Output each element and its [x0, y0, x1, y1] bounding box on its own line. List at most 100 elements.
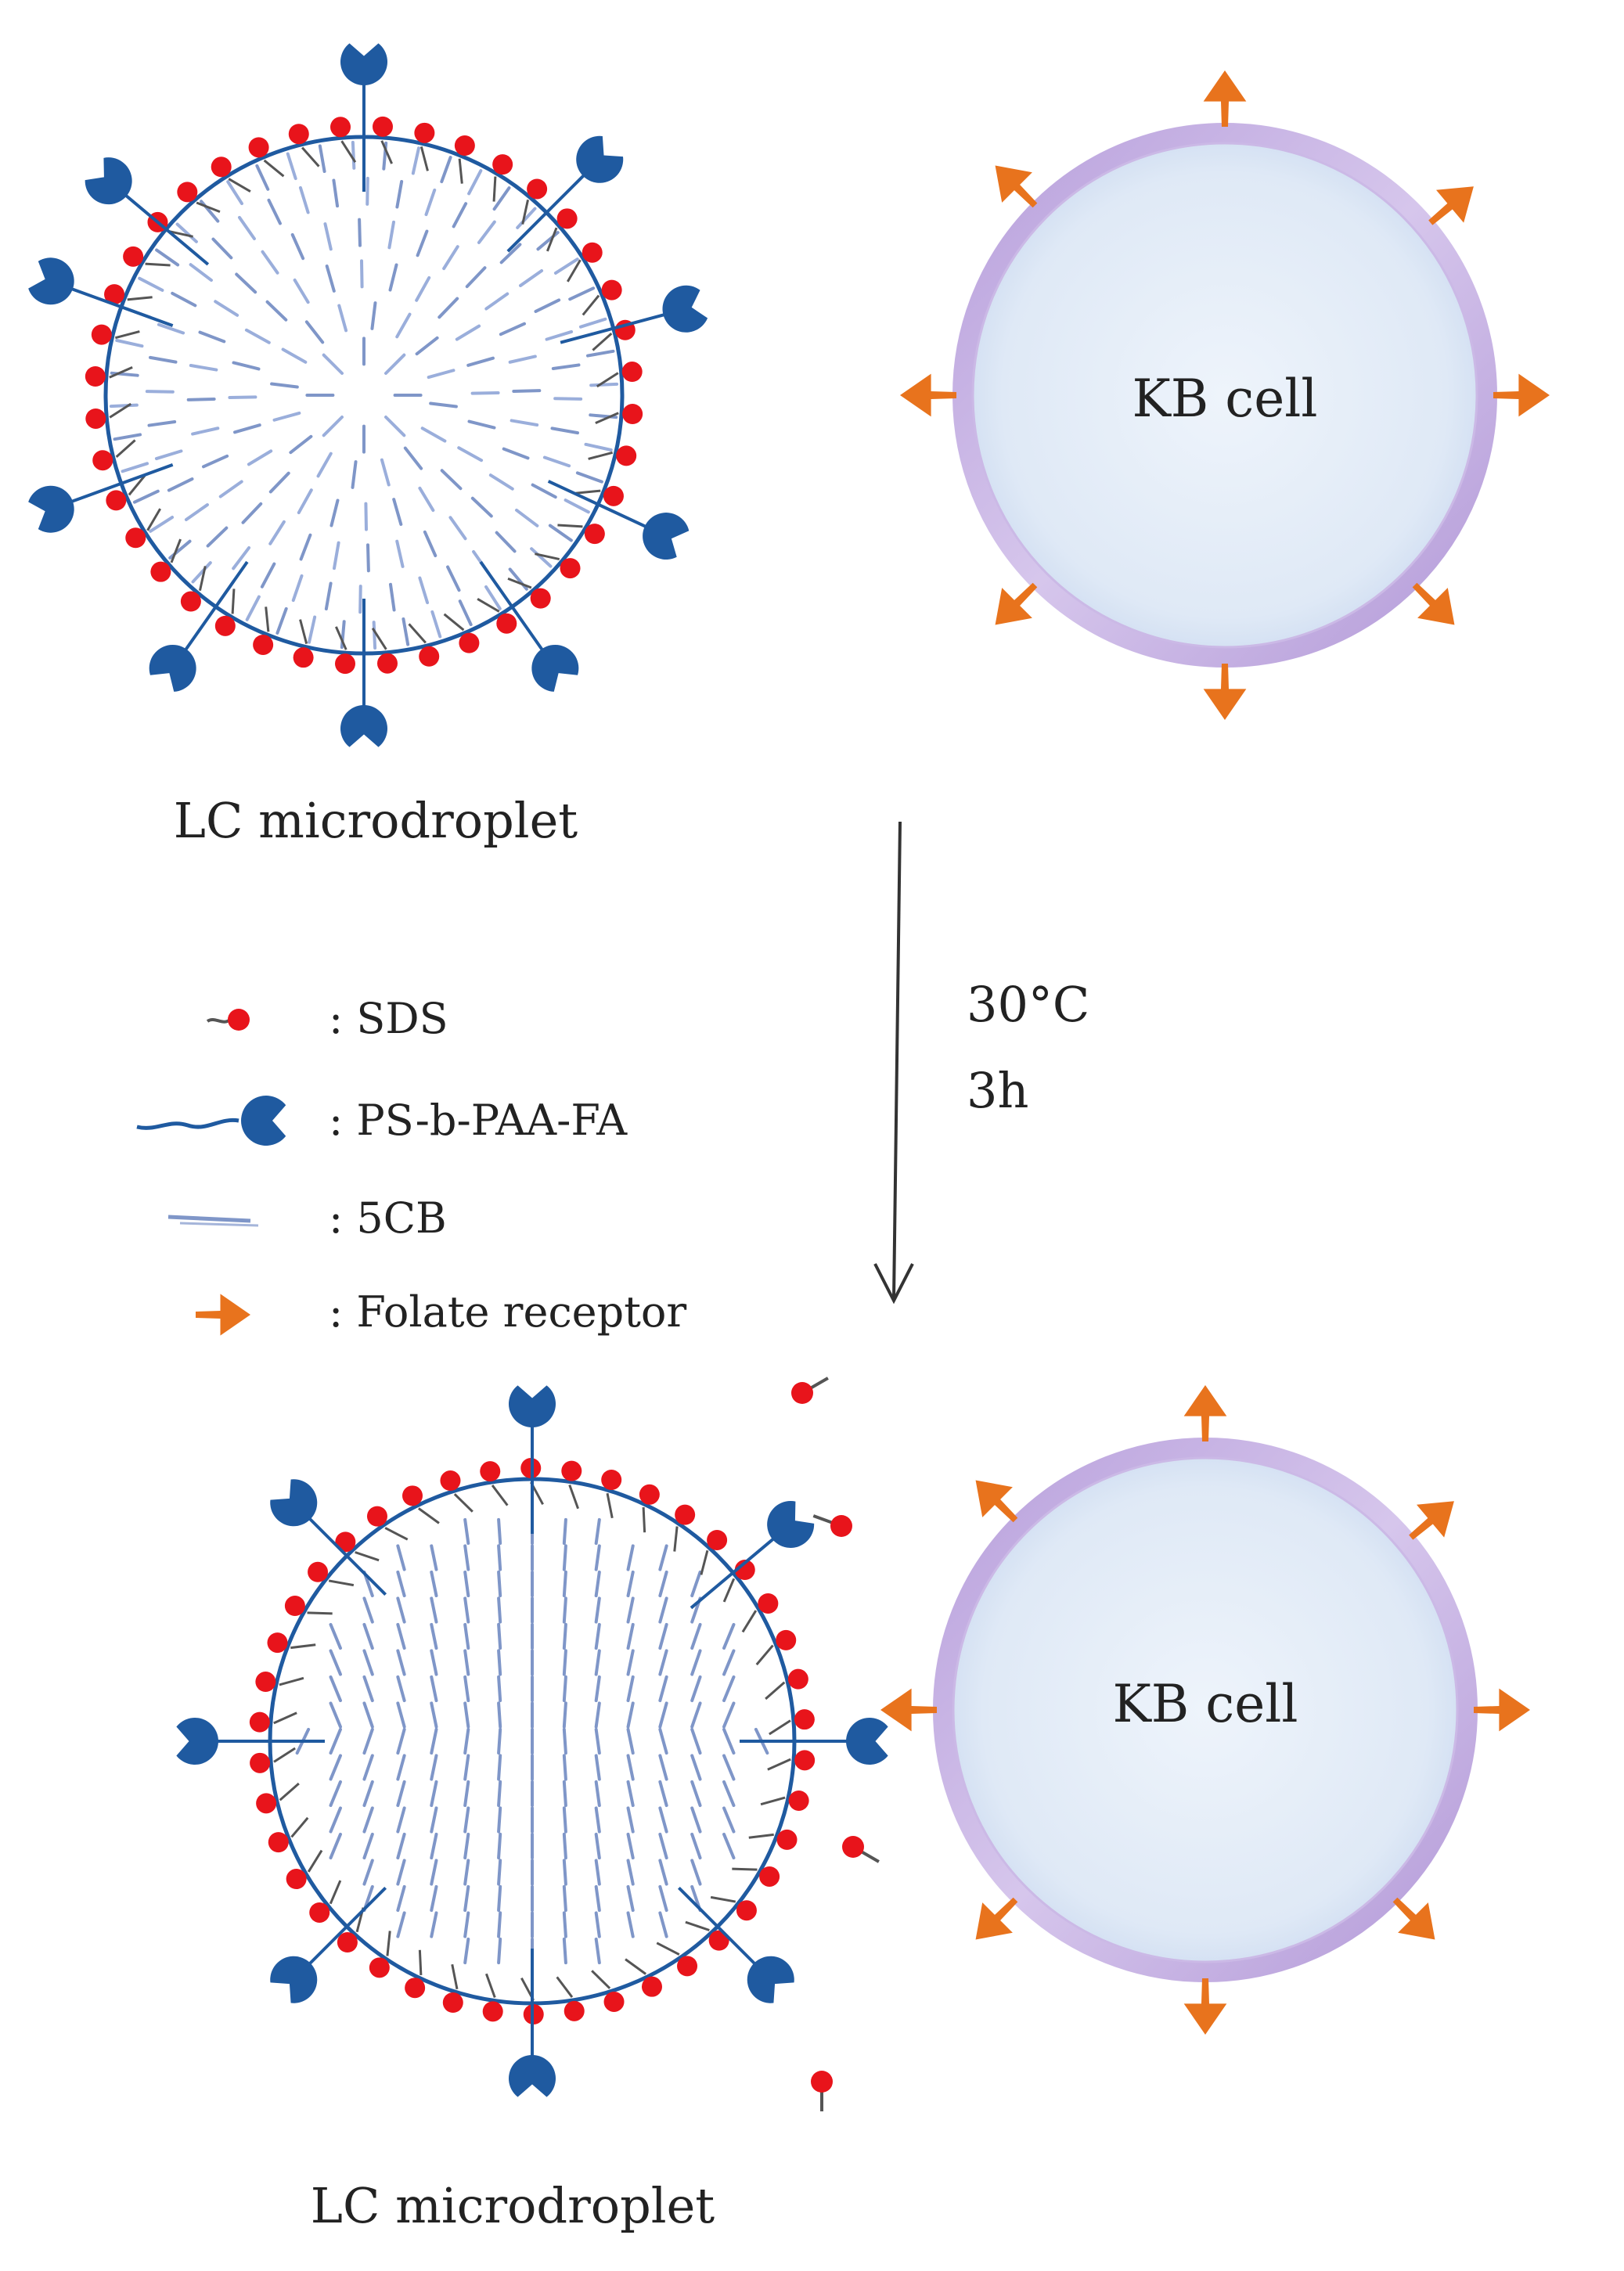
- sds-head: [293, 647, 314, 668]
- 5cb-molecule: [290, 233, 305, 261]
- 5cb-molecule: [211, 237, 233, 260]
- 5cb-molecule: [362, 1754, 374, 1781]
- sds-head: [442, 1992, 463, 2014]
- 5cb-molecule: [362, 1780, 374, 1808]
- folate-receptor-icon: [1474, 1688, 1530, 1732]
- sds-head: [708, 1930, 729, 1951]
- 5cb-molecule: [329, 1806, 342, 1834]
- 5cb-molecule: [562, 1911, 567, 1938]
- 5cb-molecule: [562, 1544, 567, 1571]
- 5cb-molecule: [463, 1701, 470, 1729]
- 5cb-molecule: [455, 324, 481, 341]
- 5cb-molecule: [722, 1675, 736, 1703]
- sds-head: [582, 242, 603, 263]
- 5cb-molecule: [362, 1596, 374, 1624]
- sds-head: [250, 1752, 271, 1773]
- 5cb-molecule: [463, 1780, 470, 1808]
- sds-head: [104, 284, 125, 305]
- sds-head: [707, 1529, 728, 1550]
- 5cb-molecule: [463, 1727, 470, 1755]
- 5cb-molecule: [463, 1622, 470, 1650]
- 5cb-molecule: [308, 615, 317, 644]
- 5cb-molecule: [329, 1622, 342, 1650]
- 5cb-molecule: [585, 349, 615, 358]
- 5cb-molecule: [324, 581, 333, 610]
- 5cb-molecule: [658, 1806, 668, 1834]
- 5cb-molecule: [329, 1675, 342, 1703]
- 5cb-molecule: [594, 1675, 601, 1703]
- polymer-chain: [677, 1886, 758, 1967]
- folate-receptor-icon: [995, 582, 1038, 625]
- 5cb-molecule: [304, 320, 325, 344]
- 5cb-molecule: [149, 516, 175, 533]
- 5cb-molecule: [562, 1701, 567, 1729]
- folate-receptor-icon: [900, 373, 956, 417]
- 5cb-molecule: [578, 317, 607, 329]
- 5cb-molecule: [396, 1806, 406, 1834]
- 5cb-molecule: [132, 489, 160, 504]
- folic-acid-pacman-icon: [576, 135, 624, 183]
- 5cb-molecule: [470, 391, 500, 395]
- 5cb-molecule: [184, 503, 209, 521]
- 5cb-molecule: [550, 426, 579, 435]
- sds-head: [288, 124, 309, 145]
- 5cb-molecule: [318, 144, 326, 174]
- 5cb-molecule: [241, 502, 263, 524]
- 5cb-molecule: [626, 1622, 635, 1650]
- 5cb-molecule: [516, 207, 537, 229]
- 5cb-molecule: [138, 276, 164, 292]
- 5cb-molecule: [626, 1727, 635, 1755]
- 5cb-molecule: [157, 322, 185, 335]
- 5cb-molecule: [175, 222, 198, 243]
- 5cb-molecule: [424, 188, 437, 217]
- 5cb-molecule: [658, 1570, 668, 1598]
- 5cb-molecule: [499, 243, 522, 265]
- 5cb-molecule: [351, 140, 356, 170]
- sds-head: [556, 208, 578, 229]
- 5cb-molecule: [396, 1780, 406, 1808]
- 5cb-molecule: [467, 169, 483, 196]
- 5cb-molecule: [515, 508, 539, 527]
- 5cb-molecule: [722, 1649, 736, 1676]
- 5cb-molecule: [430, 1780, 438, 1808]
- legend-item-sds: [206, 1009, 250, 1031]
- 5cb-molecule: [562, 1937, 567, 1965]
- 5cb-molecule: [594, 1859, 601, 1886]
- 5cb-molecule: [594, 1884, 601, 1913]
- 5cb-molecule: [329, 1754, 342, 1781]
- polymer-chain: [182, 560, 249, 653]
- 5cb-molecule: [322, 416, 344, 437]
- legend: : SDS : PS-b-PAA-FA : 5CB : Folate recep…: [136, 994, 686, 1337]
- sds-head: [248, 137, 269, 158]
- 5cb-molecule: [463, 1544, 470, 1571]
- 5cb-molecule: [149, 355, 178, 364]
- 5cb-molecule: [690, 1859, 702, 1886]
- 5cb-molecule: [109, 403, 139, 408]
- 5cb-molecule: [463, 1911, 470, 1938]
- 5cb-molecule: [430, 1754, 438, 1781]
- polymer-chain: [307, 1886, 387, 1967]
- 5cb-molecule: [562, 1517, 567, 1546]
- 5cb-molecule: [380, 458, 391, 487]
- 5cb-molecule: [351, 460, 358, 489]
- 5cb-molecule: [189, 263, 213, 283]
- droplet-bottom-label: LC microdroplet: [311, 2177, 715, 2234]
- sds-head: [639, 1484, 660, 1505]
- 5cb-molecule: [463, 1937, 470, 1965]
- legend-label-5cb: : 5CB: [329, 1193, 447, 1243]
- cell-membrane: [933, 1438, 1478, 1982]
- sds-head: [530, 588, 551, 609]
- 5cb-molecule: [562, 1806, 567, 1834]
- 5cb-molecule: [366, 543, 370, 573]
- 5cb-molecule: [542, 455, 571, 468]
- 5cb-molecule: [411, 146, 420, 175]
- 5cb-molecule: [626, 1754, 635, 1781]
- 5cb-molecule: [121, 462, 149, 473]
- 5cb-molecule: [430, 1701, 438, 1729]
- 5cb-molecule: [362, 1649, 374, 1676]
- 5cb-molecule: [658, 1780, 668, 1808]
- 5cb-molecule: [388, 582, 396, 612]
- 5cb-molecule: [247, 449, 273, 466]
- 5cb-molecule: [690, 1701, 702, 1729]
- folic-acid-pacman-icon: [509, 1385, 556, 1427]
